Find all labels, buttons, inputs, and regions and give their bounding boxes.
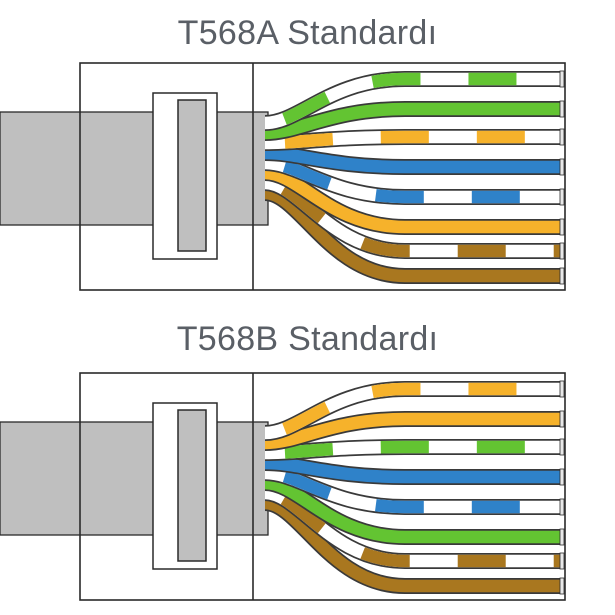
t568a-wire-8 xyxy=(263,185,560,284)
t568a-wire-8-core xyxy=(264,186,560,283)
t568b-wire-7 xyxy=(264,485,560,569)
t568b-wire-4 xyxy=(264,455,560,485)
t568a-wire-1-stripe xyxy=(264,72,560,130)
t568b-cable-jacket xyxy=(0,421,269,536)
t568b-wire-6-core xyxy=(264,476,560,544)
t568a-wire-6-core xyxy=(264,166,560,234)
t568a-wire-2 xyxy=(264,101,560,141)
t568b-wire-1 xyxy=(264,381,560,441)
t568b-diagram-group xyxy=(0,372,566,601)
t568a-contact-5 xyxy=(559,188,565,206)
t568a-title: T568A Standardı xyxy=(177,14,438,52)
t568b-latch-inner xyxy=(177,409,207,562)
t568a-wire-4 xyxy=(264,145,560,175)
t568b-wire-5 xyxy=(264,465,560,515)
t568a-contact-4 xyxy=(559,158,565,176)
t568b-contact-7 xyxy=(559,552,565,570)
t568a-contact-6 xyxy=(559,218,565,236)
t568b-wire-2-core xyxy=(264,412,560,450)
t568a-latch-inner xyxy=(177,99,207,252)
t568a-wire-6 xyxy=(264,165,560,235)
t568a-wire-7 xyxy=(264,175,560,259)
t568a-wire-5-stripe xyxy=(264,156,560,204)
t568a-wire-1 xyxy=(264,71,560,131)
t568b-contact-1 xyxy=(559,380,565,398)
t568b-contact-2 xyxy=(559,410,565,428)
t568a-connector-body xyxy=(79,62,566,291)
t568b-connector-diagram xyxy=(0,372,566,601)
t568a-contact-2 xyxy=(559,100,565,118)
t568b-wire-7-stripe xyxy=(264,486,560,568)
t568a-wire-3 xyxy=(264,129,560,151)
t568b-wire-4-core xyxy=(264,456,560,484)
t568b-wire-8 xyxy=(263,495,560,594)
t568b-contact-8 xyxy=(559,577,565,595)
t568a-wire-4-core xyxy=(264,146,560,174)
t568b-contact-3 xyxy=(559,438,565,456)
t568a-contact-7 xyxy=(559,242,565,260)
t568b-wire-5-stripe xyxy=(264,466,560,514)
t568b-panel: T568B Standardı xyxy=(0,305,615,615)
t568a-contact-1 xyxy=(559,70,565,88)
t568b-wire-6 xyxy=(264,475,560,545)
t568b-wire-1-stripe xyxy=(264,382,560,440)
t568a-contact-8 xyxy=(559,267,565,285)
t568b-wire-8-core xyxy=(264,496,560,593)
t568a-wire-3-stripe xyxy=(264,130,560,150)
t568b-title: T568B Standardı xyxy=(176,320,439,358)
t568b-wire-2 xyxy=(264,411,560,451)
t568b-connector-body xyxy=(79,372,566,601)
t568a-wire-5 xyxy=(264,155,560,205)
t568a-contact-3 xyxy=(559,128,565,146)
t568a-connector-diagram xyxy=(0,62,566,291)
t568b-wire-3-stripe xyxy=(264,440,560,460)
t568b-contact-4 xyxy=(559,468,565,486)
t568a-wire-2-core xyxy=(264,102,560,140)
t568a-panel: T568A Standardı xyxy=(0,0,615,305)
t568b-wire-3 xyxy=(264,439,560,461)
t568a-cable-jacket xyxy=(0,111,269,226)
t568b-contact-6 xyxy=(559,528,565,546)
t568b-contact-5 xyxy=(559,498,565,516)
t568a-wire-7-stripe xyxy=(264,176,560,258)
